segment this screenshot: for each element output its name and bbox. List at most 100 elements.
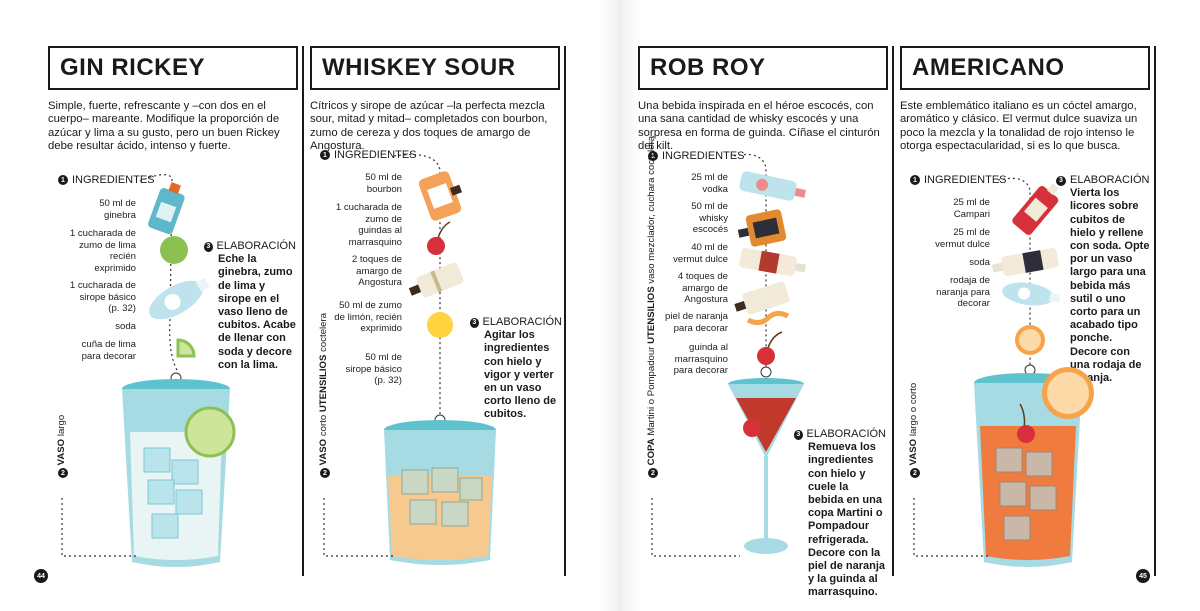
card-divider — [892, 46, 894, 576]
ingredient-item: guinda al marrasquino para decorar — [673, 342, 728, 376]
angostura-bottle-icon — [734, 281, 790, 315]
gin-bottle-icon — [148, 182, 185, 235]
card-divider — [1154, 46, 1156, 576]
ingredient-item: 25 ml de vodka — [691, 172, 728, 195]
flow-line — [913, 498, 988, 557]
soda-bottle-icon — [149, 277, 210, 320]
arrow-icon — [760, 366, 772, 378]
gin-rickey-illustration — [61, 174, 236, 567]
highball-glass-icon — [122, 379, 236, 567]
step-number-icon: 1 — [648, 151, 658, 161]
flow-line — [323, 498, 394, 557]
cherry-icon — [757, 331, 783, 365]
ingredient-item: 50 ml de sirope básico (p. 32) — [345, 352, 402, 386]
ingredient-item: 50 ml de whisky escocés — [691, 201, 728, 235]
ingredients-header: 1 INGREDIENTES — [58, 174, 155, 186]
flow-line — [997, 177, 1031, 368]
page-number-right: 45 — [1136, 569, 1150, 583]
step-number-icon: 1 — [910, 175, 920, 185]
ingredients-label: INGREDIENTES — [72, 174, 155, 186]
method-block: 3 ELABORACIÓN Vierta los licores sobre cu… — [1056, 174, 1150, 385]
step-number-icon: 3 — [470, 317, 479, 328]
method-text: Eche la ginebra, zumo de lima y sirope e… — [218, 253, 296, 371]
ingredient-item: 50 ml de ginebra — [99, 198, 136, 221]
americano-illustration — [913, 177, 1094, 567]
card-divider — [564, 46, 566, 576]
rob-roy-illustration — [651, 153, 807, 557]
card-title: GIN RICKEY — [48, 46, 298, 90]
ingredient-item: soda — [115, 321, 136, 332]
ingredients-label: INGREDIENTES — [662, 150, 745, 162]
method-text: Remueva los ingredientes con hielo y cue… — [808, 441, 886, 599]
ingredient-item: soda — [969, 257, 990, 268]
method-label: ELABORACIÓN — [482, 316, 562, 328]
flow-line — [139, 174, 179, 373]
soda-bottle-icon — [1002, 282, 1061, 306]
card-title: ROB ROY — [638, 46, 888, 90]
step-number-icon: 3 — [204, 241, 213, 252]
whisky-bottle-icon — [737, 209, 787, 247]
method-text: Vierta los licores sobre cubitos de hiel… — [1070, 187, 1150, 385]
step-number-icon: 3 — [794, 429, 803, 440]
ingredients-header: 1 INGREDIENTES — [648, 150, 745, 162]
rocks-glass-icon — [384, 420, 496, 565]
card-divider — [302, 46, 304, 576]
highball-glass-icon — [974, 367, 1094, 567]
card-title: WHISKEY SOUR — [310, 46, 560, 90]
ingredient-item: cuña de lima para decorar — [81, 339, 136, 362]
step-number-icon: 1 — [320, 150, 330, 160]
ingredient-item: 50 ml de bourbon — [365, 172, 402, 195]
card-description: Una bebida inspirada en el héroe escocés… — [638, 100, 880, 153]
orange-slice-icon — [1015, 325, 1045, 355]
flow-line — [733, 153, 767, 370]
cherry-icon — [427, 221, 451, 255]
ingredient-item: 25 ml de vermut dulce — [935, 227, 990, 250]
ingredient-item: 2 toques de amargo de Angostura — [351, 254, 402, 288]
ingredient-item: 1 cucharada de zumo de lima recién expri… — [69, 228, 136, 274]
whiskey-sour-illustration — [323, 154, 496, 565]
card-gin-rickey: GIN RICKEY Simple, fuerte, refrescante y… — [34, 0, 304, 611]
ingredient-item: 40 ml de vermut dulce — [673, 242, 728, 265]
campari-bottle-icon — [1012, 183, 1059, 235]
card-rob-roy: ROB ROY Una bebida inspirada en el héroe… — [638, 0, 894, 611]
ingredients-header: 1 INGREDIENTES — [910, 174, 1007, 186]
page-number-left: 44 — [34, 569, 48, 583]
card-description: Cítricos y sirope de azúcar –la perfecta… — [310, 100, 548, 153]
lime-icon — [160, 236, 188, 264]
card-whiskey-sour: WHISKEY SOUR Cítricos y sirope de azúcar… — [310, 0, 566, 611]
card-description: Simple, fuerte, refrescante y –con dos e… — [48, 100, 280, 153]
card-americano: AMERICANO Este emblemático italiano es u… — [900, 0, 1156, 611]
ingredient-item: 1 cucharada de zumo de guindas al marras… — [335, 202, 402, 248]
ingredient-item: 50 ml de zumo de limón, recién exprimido — [334, 300, 402, 334]
vodka-bottle-icon — [739, 171, 807, 201]
book-gutter — [600, 0, 640, 611]
vermouth-bottle-icon — [991, 247, 1059, 277]
ingredient-item: 1 cucharada de sirope básico (p. 32) — [69, 280, 136, 314]
ingredients-label: INGREDIENTES — [334, 149, 417, 161]
flow-line — [651, 498, 740, 557]
step-number-icon: 3 — [1056, 175, 1066, 186]
method-label: ELABORACIÓN — [806, 428, 886, 440]
ingredient-item: 25 ml de Campari — [953, 197, 990, 220]
card-description: Este emblemático italiano es un cóctel a… — [900, 100, 1138, 153]
step-number-icon: 1 — [58, 175, 68, 185]
ingredients-label: INGREDIENTES — [924, 174, 1007, 186]
ingredient-item: piel de naranja para decorar — [665, 311, 728, 334]
method-label: ELABORACIÓN — [216, 240, 296, 252]
ingredients-header: 1 INGREDIENTES — [320, 149, 417, 161]
card-title: AMERICANO — [900, 46, 1150, 90]
ingredient-item: rodaja de naranja para decorar — [936, 275, 990, 309]
lime-wedge-icon — [176, 338, 196, 358]
angostura-bottle-icon — [408, 262, 464, 298]
orange-peel-icon — [746, 310, 790, 326]
method-label: ELABORACIÓN — [1070, 174, 1150, 186]
ingredient-item: 4 toques de amargo de Angostura — [677, 271, 728, 305]
lemon-icon — [427, 312, 453, 338]
martini-glass-icon — [728, 378, 804, 554]
bourbon-bottle-icon — [418, 171, 463, 221]
method-text: Agitar los ingredientes con hielo y vigo… — [484, 329, 557, 421]
vermouth-bottle-icon — [739, 247, 807, 277]
